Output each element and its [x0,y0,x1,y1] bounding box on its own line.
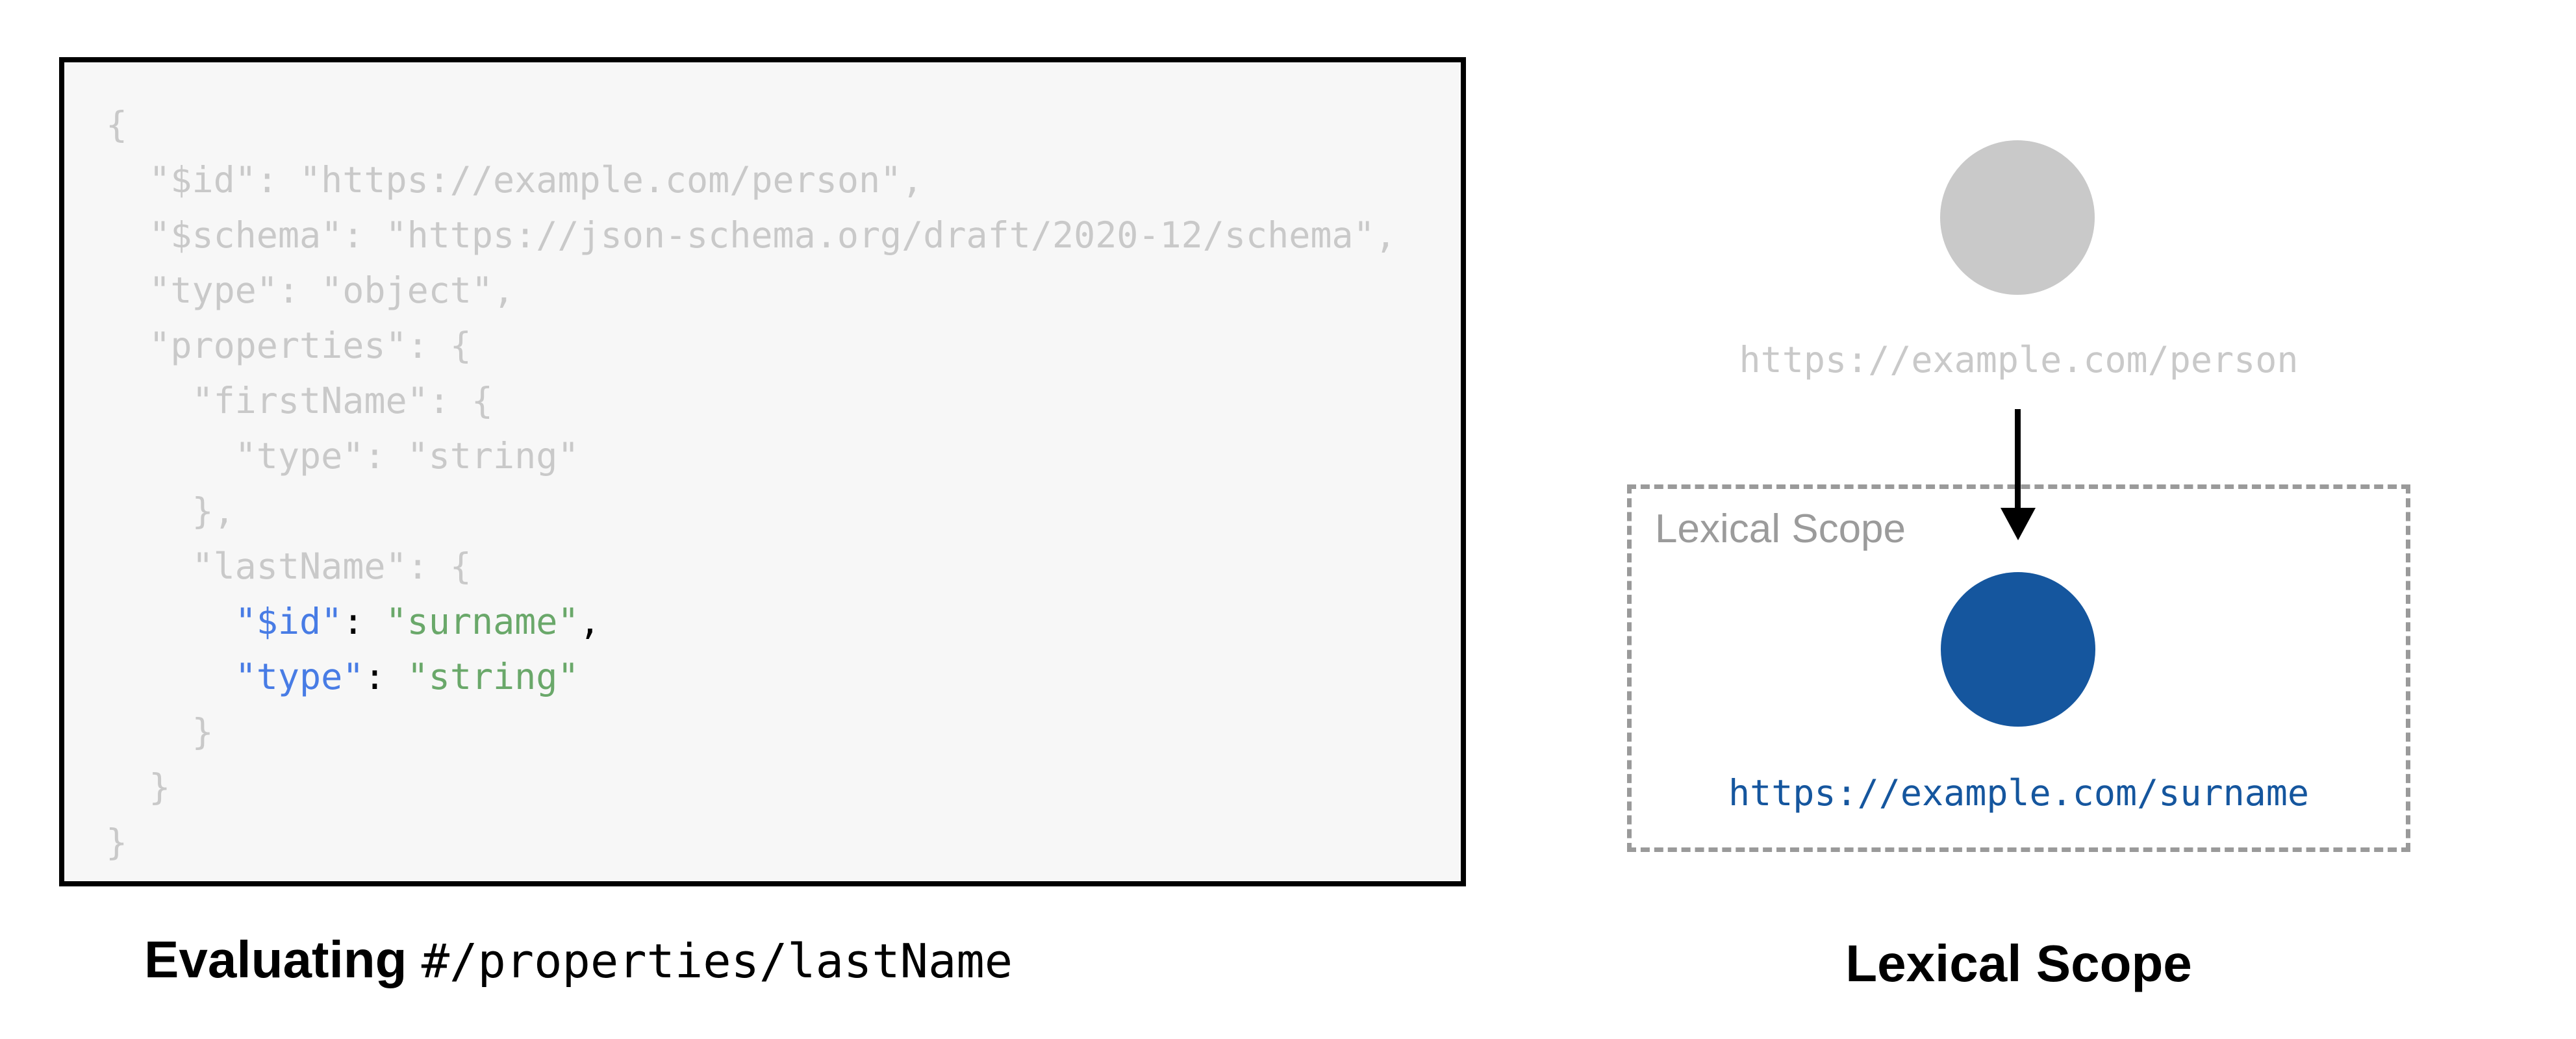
schema-code-panel: { "$id": "https://example.com/person", "… [59,57,1466,886]
code-line: "$schema": "https://json-schema.org/draf… [106,214,1396,256]
arrow-down-head [2001,508,2036,540]
code-line: "$id": "surname", [234,601,601,642]
root-schema-uri-label: https://example.com/person [1739,339,2299,381]
code-line: { [106,104,128,145]
surname-schema-uri-label: https://example.com/surname [1728,772,2310,814]
code-line: "properties": { [106,325,472,366]
code-block: { "$id": "https://example.com/person", "… [106,97,1396,870]
code-line: "type": "object", [106,269,515,311]
code-line: } [106,766,171,808]
code-line: "type": "string" [234,656,579,697]
code-line: "type": "string" [106,435,579,477]
code-line: "lastName": { [106,545,472,587]
code-line: "$id": "https://example.com/person", [106,159,924,201]
lexical-scope-caption: Lexical Scope [1845,934,2192,992]
evaluating-caption-bold: Evaluating [144,931,407,988]
surname-schema-node-circle [1941,572,2095,727]
code-line: }, [106,490,235,532]
evaluating-caption-pointer: #/properties/lastName [421,934,1013,988]
lexical-scope-box-label: Lexical Scope [1655,507,1906,551]
code-line: } [106,711,214,753]
code-line: "firstName": { [106,380,494,421]
code-line: } [106,821,128,863]
evaluating-caption: Evaluating #/properties/lastName [144,930,1013,995]
arrow-down-line [2015,409,2021,510]
root-schema-node-circle [1940,140,2095,295]
